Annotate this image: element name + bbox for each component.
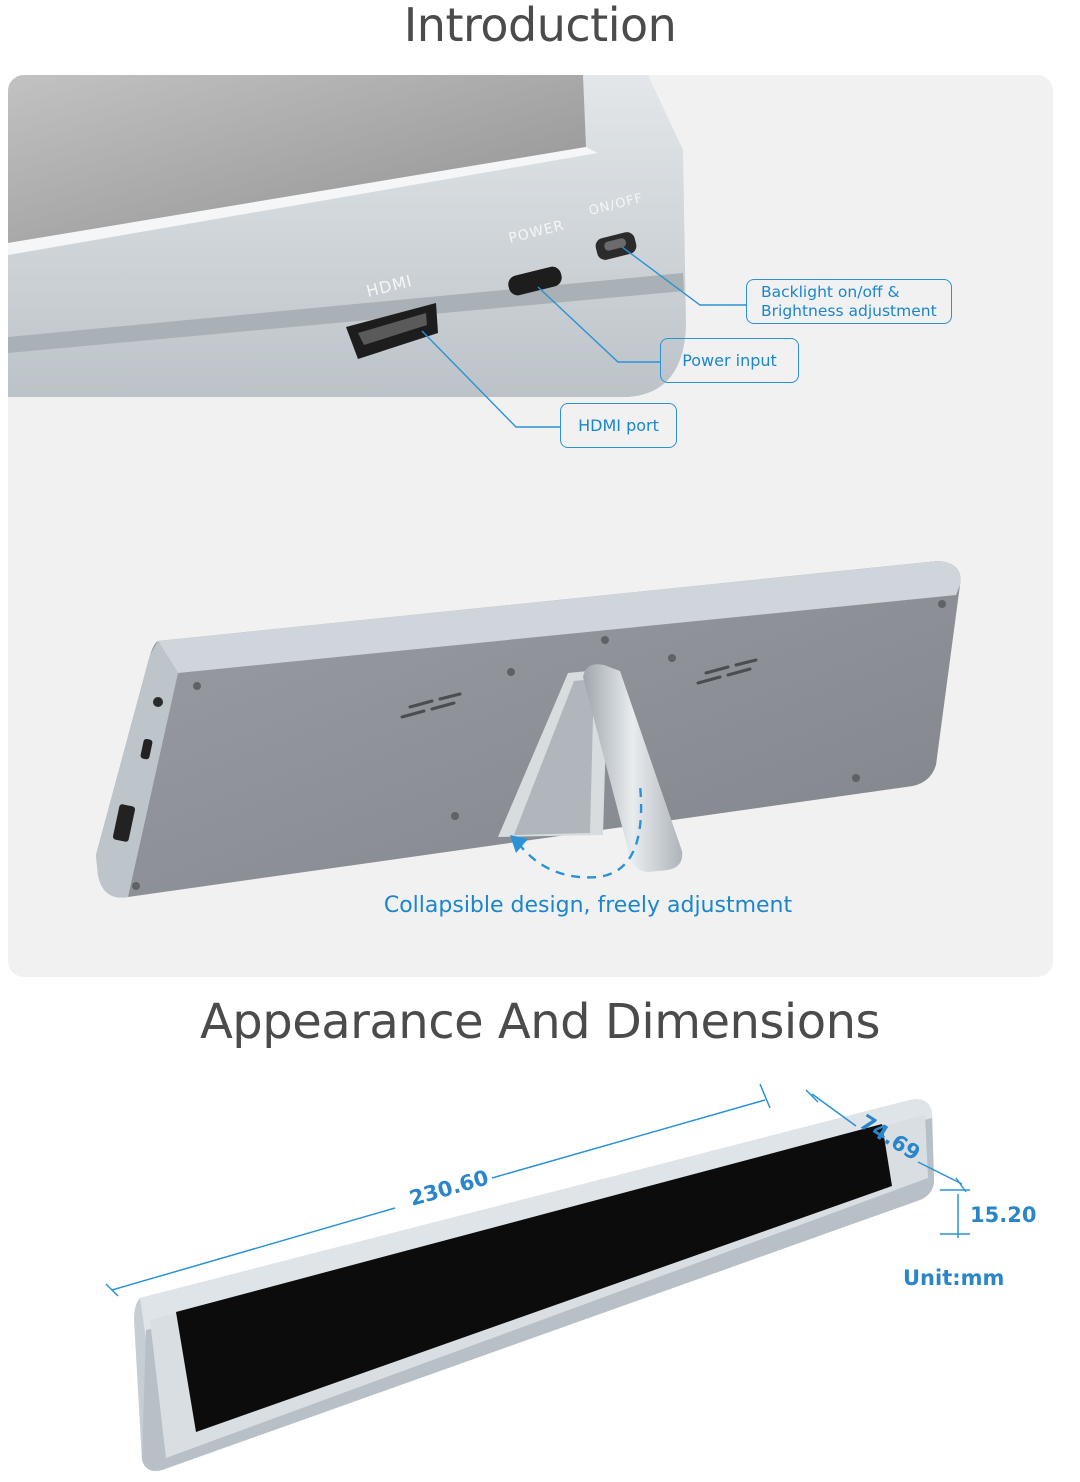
introduction-panel: HDMI POWER ON/OFF	[8, 75, 1053, 977]
dimensions-title: Appearance And Dimensions	[199, 994, 881, 1050]
device-rear-view	[96, 561, 961, 898]
unit-label: Unit:mm	[903, 1266, 1004, 1290]
rotation-arrow-icon	[517, 784, 643, 879]
callout-hdmi-label: HDMI port	[578, 416, 659, 435]
callout-backlight-line1: Backlight on/off &	[761, 282, 900, 301]
callout-power-input: Power input	[660, 338, 799, 383]
device-illustration: HDMI POWER ON/OFF	[8, 75, 961, 898]
collapsible-design-caption: Collapsible design, freely adjustment	[383, 893, 793, 918]
callout-hdmi-port: HDMI port	[560, 403, 677, 448]
callout-leader-lines	[421, 246, 746, 428]
callout-backlight-line2: Brightness adjustment	[761, 301, 937, 320]
usb-c-port-icon	[508, 266, 562, 296]
device-closeup: HDMI POWER ON/OFF	[8, 75, 686, 397]
length-dimension-label: 230.60	[407, 1165, 492, 1210]
dimension-lines	[105, 1083, 970, 1297]
callout-backlight-brightness: Backlight on/off & Brightness adjustment	[746, 279, 952, 324]
screen-display	[176, 1124, 892, 1432]
thickness-dimension-label: 15.20	[970, 1203, 1036, 1227]
dimensions-illustration: 230.60 74.69 15.20 Unit:mm	[105, 1083, 1036, 1471]
introduction-title: Introduction	[403, 0, 677, 52]
callout-power-label: Power input	[682, 351, 777, 370]
